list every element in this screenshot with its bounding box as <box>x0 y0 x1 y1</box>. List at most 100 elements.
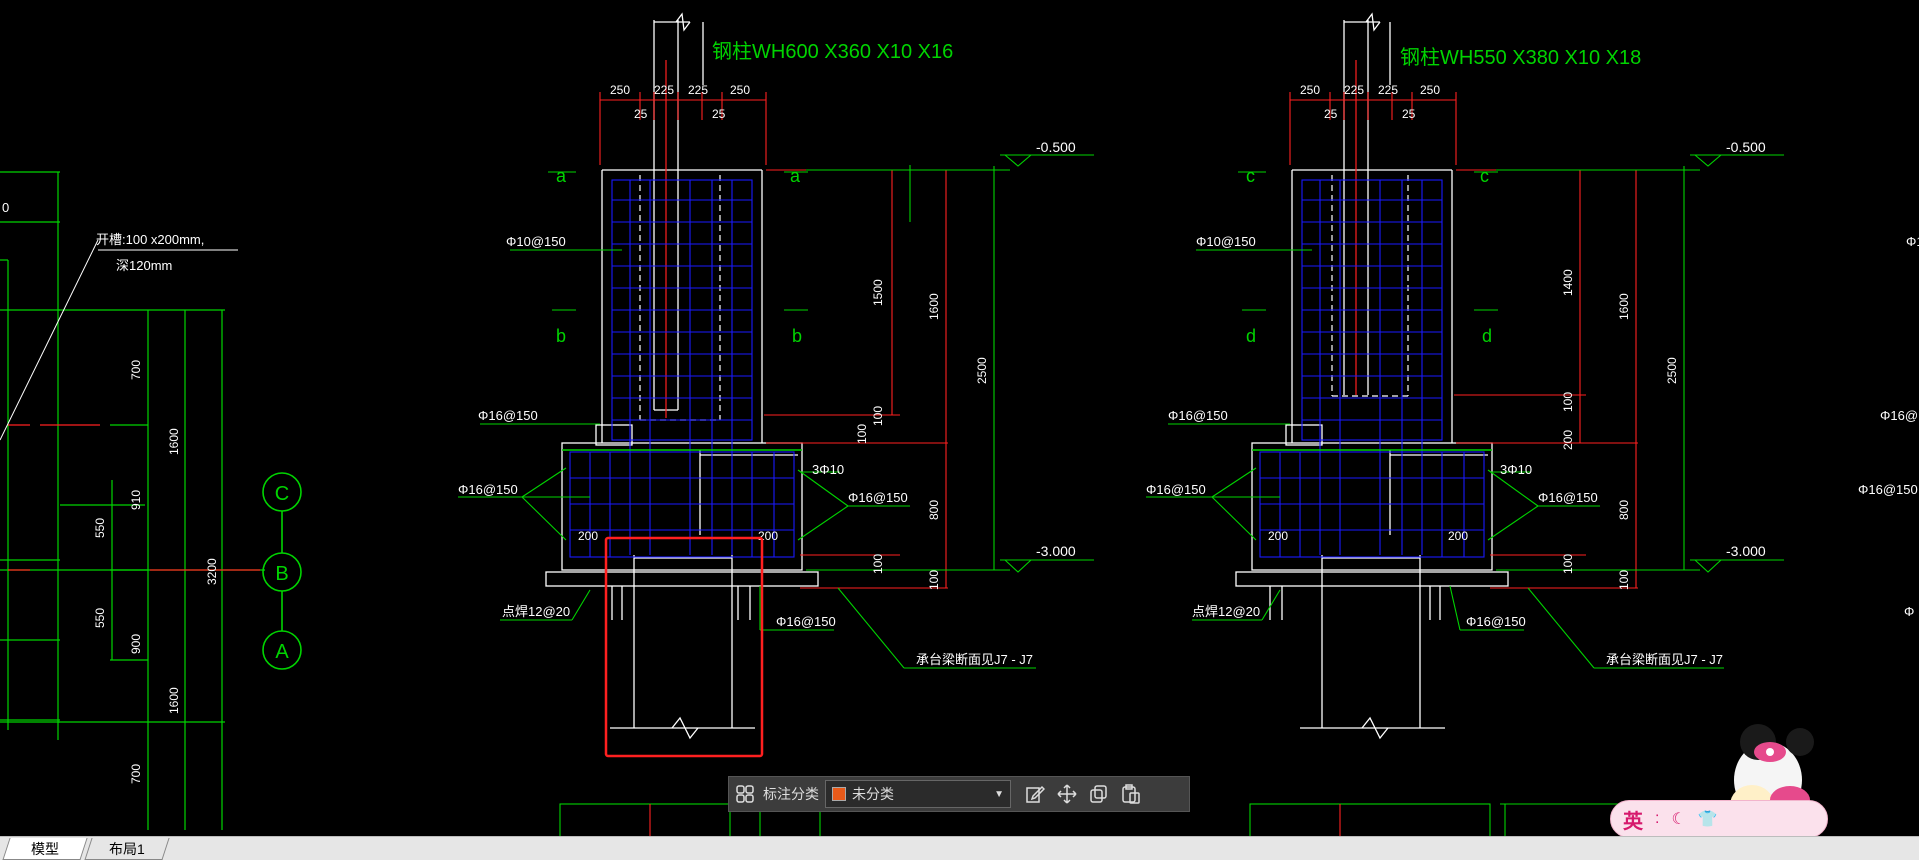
copy-annotation-button[interactable] <box>1083 779 1115 809</box>
section-mark-a: a <box>556 166 567 186</box>
dim-550-bottom: 550 <box>93 608 107 628</box>
dim-250: 250 <box>730 83 750 97</box>
partial-label: Φ16@1 <box>1880 408 1919 423</box>
elevation-bottom: -3.000 <box>1036 543 1076 559</box>
dim-25: 25 <box>1402 107 1416 121</box>
paste-annotation-button[interactable] <box>1115 779 1147 809</box>
dim-250: 250 <box>1300 83 1320 97</box>
dim-900: 900 <box>129 634 143 654</box>
tab-layout1-label: 布局1 <box>109 840 146 857</box>
rebar-label: Φ10@150 <box>506 234 566 249</box>
shirt-icon[interactable]: 👕 <box>1697 811 1718 828</box>
category-dropdown[interactable]: 未分类 ▼ <box>825 780 1011 808</box>
dim-1400: 1400 <box>1561 269 1575 296</box>
dim-25: 25 <box>712 107 726 121</box>
category-value: 未分类 <box>852 786 894 802</box>
dim-700-bottom: 700 <box>129 764 143 784</box>
leader-line <box>0 239 99 441</box>
dim-3200: 3200 <box>205 558 219 585</box>
dim-550-top: 550 <box>93 518 107 538</box>
detail-right: 钢柱WH550 X380 X10 X18 250 225 225 250 25 … <box>1146 12 1784 740</box>
copy-icon <box>1090 785 1107 803</box>
dim-200: 200 <box>1561 430 1575 450</box>
column-label-left: 钢柱WH600 X360 X10 X16 <box>712 40 953 63</box>
left-elevation-red <box>8 424 260 571</box>
left-elevation <box>0 171 265 830</box>
axis-bubbles <box>262 472 302 670</box>
dim-800: 800 <box>1617 500 1631 520</box>
groove-note-1: 开槽:100 x200mm, <box>96 232 204 247</box>
elevation-top: -0.500 <box>1036 139 1076 155</box>
rebar-label: Φ16@150 <box>1168 408 1228 423</box>
category-color-swatch <box>832 787 846 801</box>
cap-beam-note: 承台梁断面见J7 - J7 <box>1606 652 1723 667</box>
grid-icon <box>736 785 754 803</box>
dim-2500: 2500 <box>975 357 989 384</box>
dim-225: 225 <box>688 83 708 97</box>
cap-beam-note: 承台梁断面见J7 - J7 <box>916 652 1033 667</box>
dim-1600-bottom: 1600 <box>167 687 181 714</box>
edit-annotation-button[interactable] <box>1019 779 1051 809</box>
paste-icon <box>1122 784 1140 804</box>
rebar-label: 3Φ10 <box>1500 462 1532 477</box>
dim-225: 225 <box>1378 83 1398 97</box>
dim-250: 250 <box>1420 83 1440 97</box>
partial-label-left: 0 <box>2 200 9 215</box>
axis-label-b: B <box>275 563 288 585</box>
dim-100: 100 <box>1617 570 1631 590</box>
selection-rectangle[interactable] <box>604 536 764 758</box>
layout-tab-bar: 模型 布局1 <box>0 836 1919 860</box>
punctuation-icon[interactable]: : <box>1655 810 1660 827</box>
groove-note-2: 深120mm <box>116 258 172 273</box>
section-mark-a: a <box>790 166 801 186</box>
dim-1600: 1600 <box>927 293 941 320</box>
dim-700-top: 700 <box>129 360 143 380</box>
ime-language[interactable]: 英 <box>1623 810 1643 833</box>
dim-225: 225 <box>654 83 674 97</box>
dim-100: 100 <box>871 406 885 426</box>
left-vertical-dims: 700 1600 910 550 3200 550 900 1600 700 <box>93 360 219 784</box>
move-annotation-button[interactable] <box>1051 779 1083 809</box>
dim-100: 100 <box>855 424 869 444</box>
chevron-down-icon: ▼ <box>994 788 1004 800</box>
cad-drawing-canvas[interactable]: 0 开槽:100 x200mm, 深120mm 700 1600 910 550… <box>0 0 1919 836</box>
tab-layout1[interactable]: 布局1 <box>84 838 170 860</box>
partial-label: Φ <box>1904 604 1914 619</box>
bottom-partials <box>559 803 1620 836</box>
annotation-toolbar: 标注分类 未分类 ▼ <box>728 776 1190 812</box>
dim-100: 100 <box>1561 554 1575 574</box>
dim-200: 200 <box>1448 529 1468 543</box>
dim-25: 25 <box>634 107 648 121</box>
section-mark-d: d <box>1246 326 1256 346</box>
dim-25: 25 <box>1324 107 1338 121</box>
rebar-label: Φ16@150 <box>1146 482 1206 497</box>
rebar-label: 点焊12@20 <box>502 604 570 619</box>
rebar-label: 3Φ10 <box>812 462 844 477</box>
rebar-label: Φ16@150 <box>1466 614 1526 629</box>
rebar-label: 点焊12@20 <box>1192 604 1260 619</box>
dim-225: 225 <box>1344 83 1364 97</box>
elevation-top: -0.500 <box>1726 139 1766 155</box>
dim-100: 100 <box>1561 392 1575 412</box>
right-edge-partials: Φ1 Φ16@1 Φ16@150 Φ <box>1858 234 1919 619</box>
dim-100: 100 <box>927 570 941 590</box>
rebar-label: Φ16@150 <box>1538 490 1598 505</box>
dim-200: 200 <box>1268 529 1288 543</box>
rebar-label: Φ16@150 <box>458 482 518 497</box>
tab-model[interactable]: 模型 <box>2 838 88 860</box>
elevation-bottom: -3.000 <box>1726 543 1766 559</box>
rebar-label: Φ16@150 <box>776 614 836 629</box>
dim-1500: 1500 <box>871 279 885 306</box>
partial-label: Φ1 <box>1906 234 1919 249</box>
edit-icon <box>1026 785 1045 803</box>
category-grid-button[interactable] <box>729 779 761 809</box>
column-label-right: 钢柱WH550 X380 X10 X18 <box>1400 46 1641 69</box>
dim-250: 250 <box>610 83 630 97</box>
dim-100: 100 <box>871 554 885 574</box>
section-mark-b: b <box>792 326 802 346</box>
rebar-label: Φ16@150 <box>848 490 908 505</box>
section-mark-b: b <box>556 326 566 346</box>
move-icon <box>1057 784 1077 804</box>
ime-status-bar[interactable]: 英 : ☾ 👕 <box>1610 800 1828 838</box>
moon-icon[interactable]: ☾ <box>1671 811 1686 828</box>
